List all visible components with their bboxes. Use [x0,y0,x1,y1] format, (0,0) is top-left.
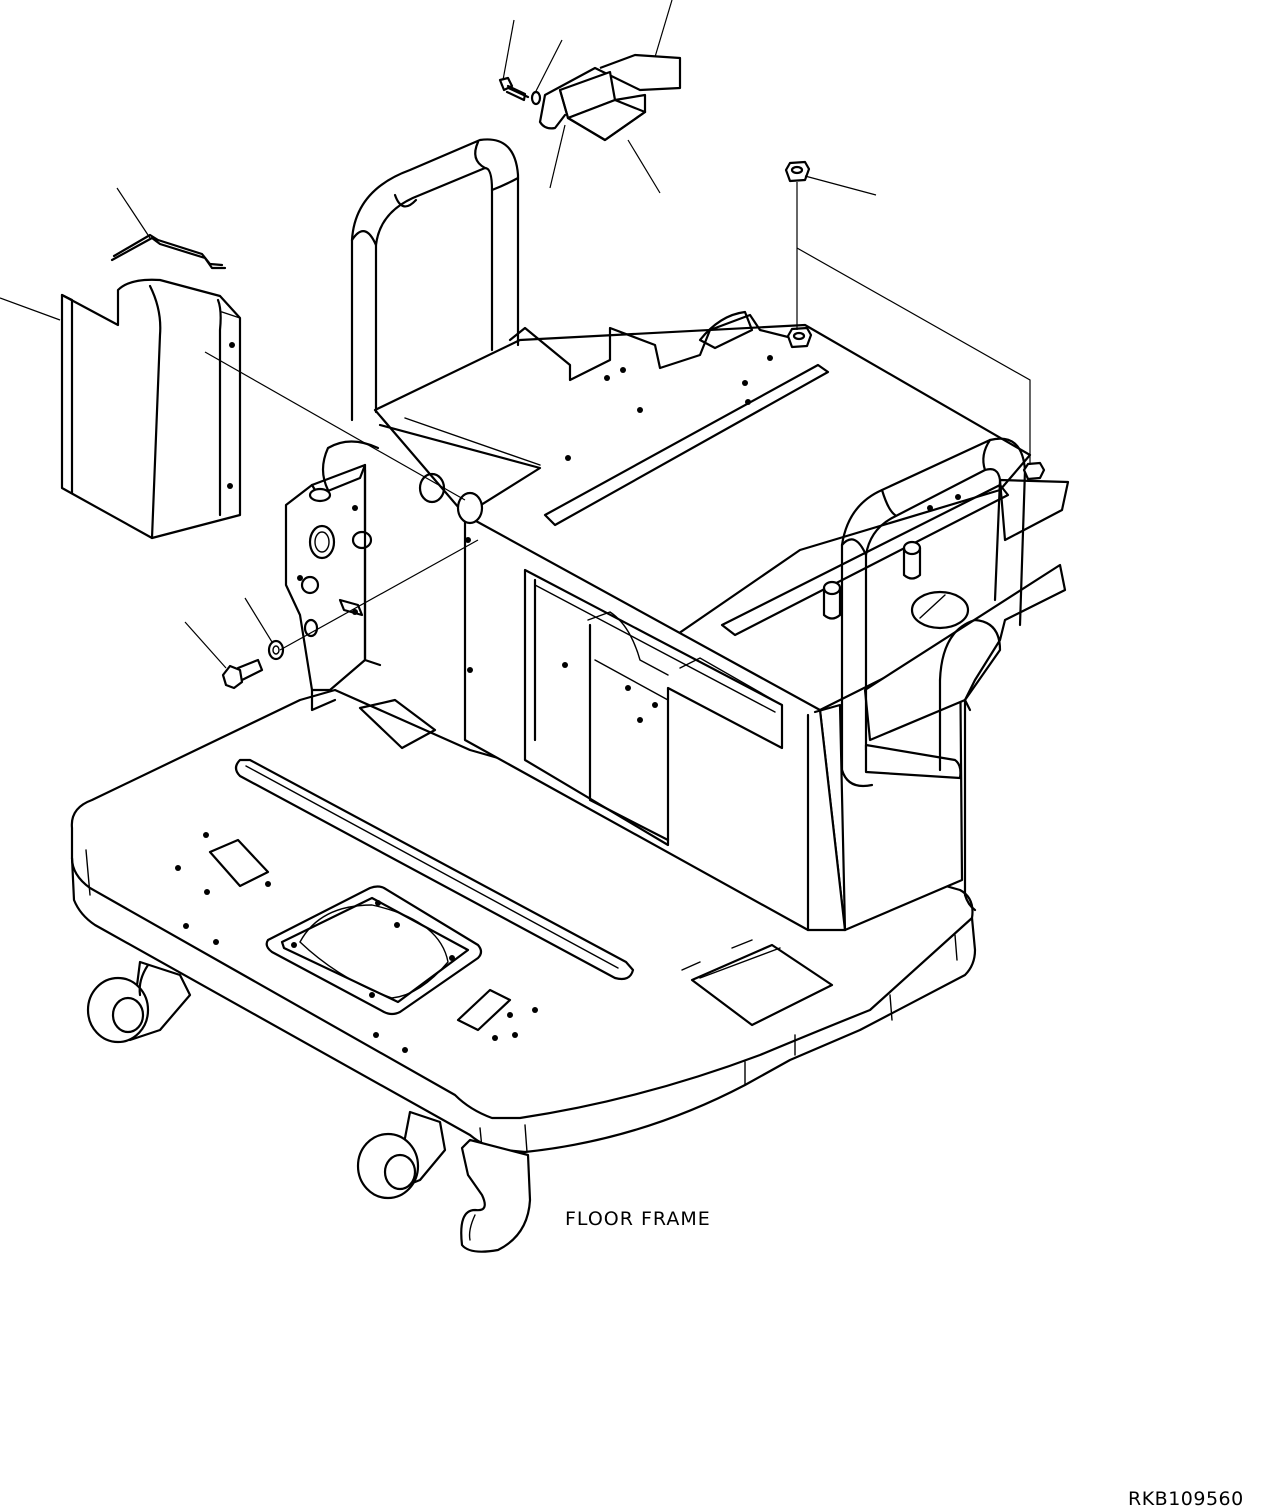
washer-top [530,90,542,106]
nut-mounted-right [1022,461,1046,481]
floor-plate [70,688,977,1154]
assembly-label: FLOOR FRAME [565,1208,711,1230]
bolt-top [498,76,530,102]
mounting-ear-center [356,1110,447,1200]
side-cover-panel [60,278,242,540]
leader-lines [0,0,1031,669]
washer-left [267,639,285,661]
nut-top [784,160,811,183]
side-bracket-plate [284,440,484,712]
handrail-right [840,437,1027,912]
nut-mounted [786,326,813,349]
handrail-left [350,138,520,422]
mounting-ear-left [86,960,192,1044]
top-bracket [538,53,682,142]
mounting-hook [460,1138,532,1253]
washer-left-mounted [303,618,319,638]
drawing-number: RKB109560 [1128,1488,1244,1510]
bolt-left [221,658,264,690]
seat-box [373,310,1070,932]
cover-clip [110,233,227,270]
